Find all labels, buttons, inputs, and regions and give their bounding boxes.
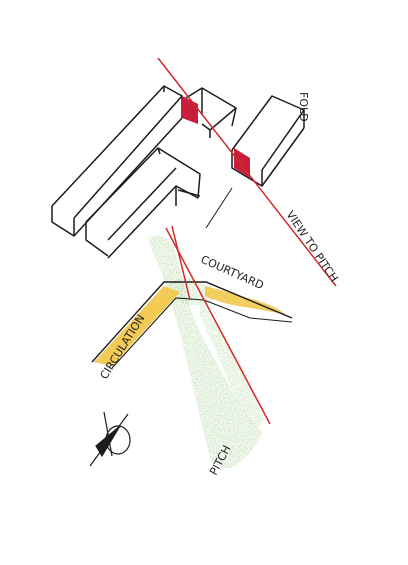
- label-courtyard: COURTYARD: [199, 253, 266, 292]
- building-block-l: [86, 148, 200, 258]
- building-blocks: [52, 86, 304, 258]
- highlighted-facades: [182, 96, 250, 178]
- label-view-to-pitch: VIEW TO PITCH: [284, 208, 341, 284]
- north-arrow-icon: [90, 412, 130, 466]
- pitch-area: [148, 236, 264, 469]
- construction-line: [206, 188, 232, 228]
- building-block-west: [52, 86, 182, 236]
- label-fold: FOLD: [297, 92, 310, 122]
